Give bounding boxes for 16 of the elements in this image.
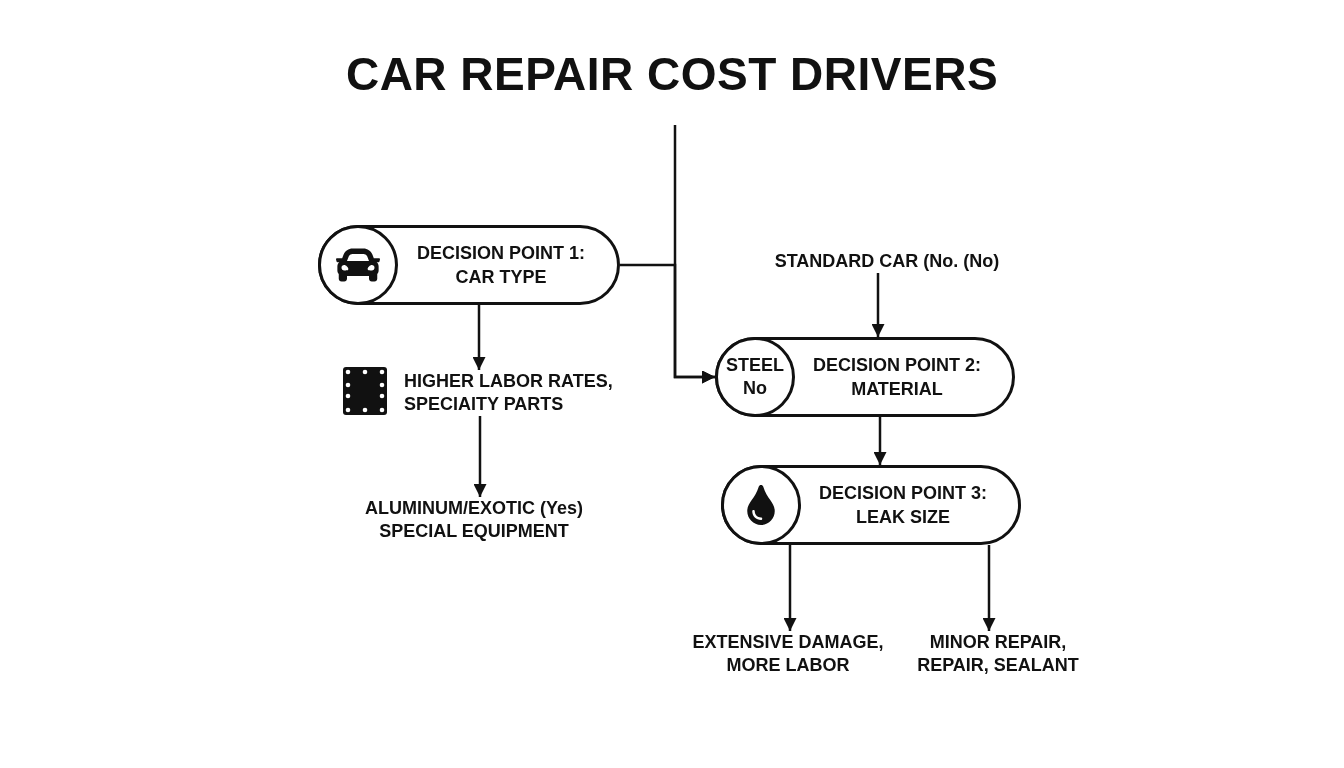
arrow (982, 545, 996, 631)
condition-text: STANDARD CAR (No. (No) (750, 250, 1024, 273)
arrow (871, 273, 885, 337)
pill-label: DECISION POINT 3: LEAK SIZE (818, 482, 988, 529)
diagram-title: CAR REPAIR COST DRIVERS (344, 47, 1000, 102)
arrow (472, 305, 486, 370)
outcome-text: HIGHER LABOR RATES, SPECIAITY PARTS (404, 370, 624, 416)
outcome-text: EXTENSIVE DAMAGE, MORE LABOR (680, 631, 896, 677)
arrow (873, 417, 887, 465)
arrow (783, 545, 797, 631)
pill-label: DECISION POINT 1: CAR TYPE (416, 242, 586, 289)
arrow (673, 125, 715, 384)
outcome-text: ALUMINUM/EXOTIC (Yes) SPECIAL EQUIPMENT (340, 497, 608, 543)
pill-label: DECISION POINT 2: MATERIAL (812, 354, 982, 401)
arrow (473, 416, 487, 497)
outcome-text: MINOR REPAIR, REPAIR, SEALANT (905, 631, 1091, 677)
